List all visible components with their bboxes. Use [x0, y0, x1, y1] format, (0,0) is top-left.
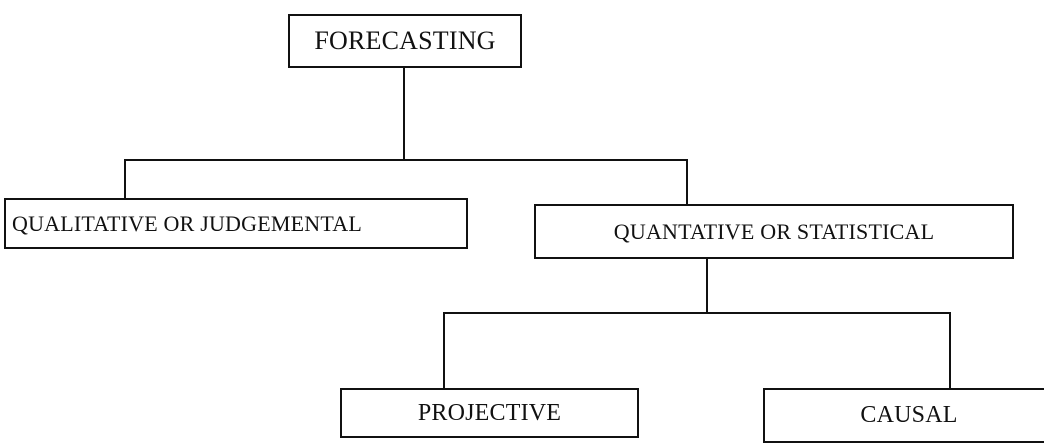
- node-causal-label: CAUSAL: [860, 402, 958, 428]
- connector-level1-bar: [124, 159, 688, 161]
- node-projective-label: PROJECTIVE: [417, 399, 562, 426]
- connector-causal-drop: [949, 312, 951, 389]
- node-qualitative-label: QUALITATIVE OR JUDGEMENTAL: [12, 210, 362, 236]
- connector-quantative-drop: [686, 159, 688, 205]
- node-quantative: QUANTATIVE OR STATISTICAL: [534, 204, 1014, 259]
- node-forecasting-label: FORECASTING: [314, 26, 496, 55]
- connector-projective-drop: [443, 312, 445, 389]
- node-forecasting: FORECASTING: [288, 14, 522, 68]
- connector-root-stem: [403, 68, 405, 160]
- node-projective: PROJECTIVE: [340, 388, 639, 438]
- connector-level2-bar: [443, 312, 951, 314]
- connector-qualitative-drop: [124, 159, 126, 199]
- node-causal: CAUSAL: [763, 388, 1044, 443]
- node-quantative-label: QUANTATIVE OR STATISTICAL: [613, 218, 935, 244]
- connector-quantative-stem: [706, 259, 708, 313]
- node-qualitative: QUALITATIVE OR JUDGEMENTAL: [4, 198, 468, 249]
